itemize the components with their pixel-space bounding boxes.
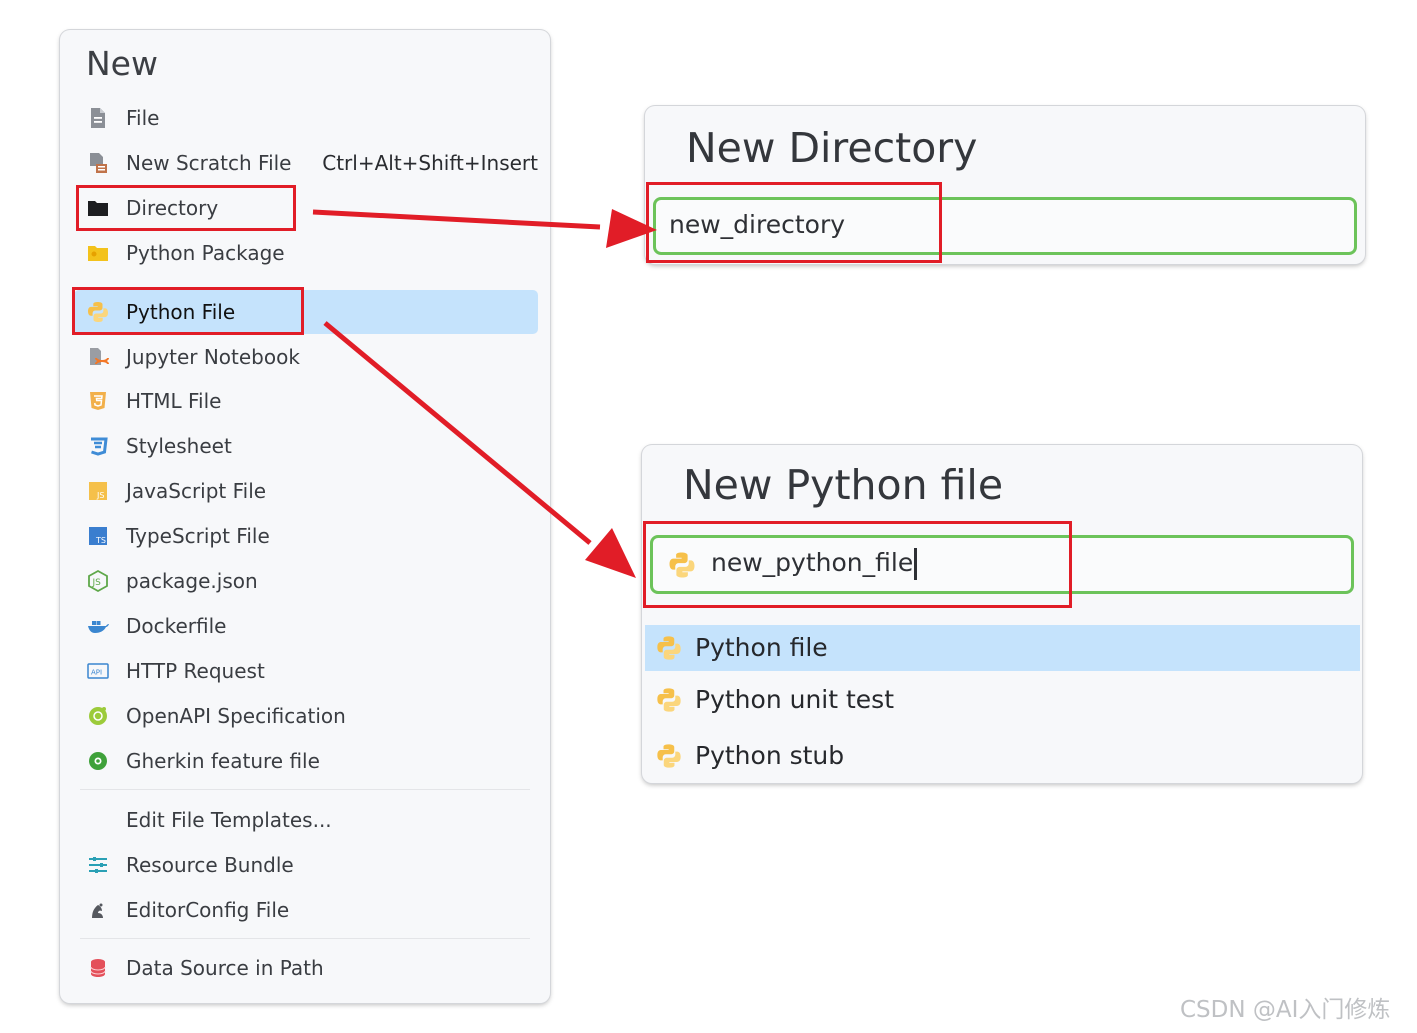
gherkin-icon [86,749,110,773]
option-python-file[interactable]: Python file [645,625,1360,671]
javascript-icon: JS [86,479,110,503]
menu-item-label: Python File [126,300,236,324]
directory-name-input[interactable]: new_directory [653,197,1357,255]
menu-item-html-file[interactable]: HTML File [74,379,538,423]
menu-separator [80,789,530,790]
svg-text:JS: JS [96,491,104,500]
menu-item-data-source-in-path[interactable]: Data Source in Path [74,946,538,990]
menu-item-label: HTML File [126,389,222,413]
menu-item-label: HTTP Request [126,659,265,683]
jupyter-icon [86,345,110,369]
html5-icon [86,389,110,413]
option-python-unit-test[interactable]: Python unit test [645,677,1360,723]
highlight-box-directory [76,185,296,231]
new-python-file-dialog: New Python file new_python_file Python f… [642,445,1362,783]
menu-item-stylesheet[interactable]: Stylesheet [74,424,538,468]
arrow-to-directory-dialog [312,209,601,230]
python-file-name-input[interactable]: new_python_file [650,535,1354,594]
menu-item-label: Resource Bundle [126,853,294,877]
menu-item-http-request[interactable]: API HTTP Request [74,649,538,693]
menu-item-editorconfig-file[interactable]: EditorConfig File [74,888,538,932]
css3-icon [86,434,110,458]
python-icon [655,686,683,714]
menu-item-openapi-specification[interactable]: OpenAPI Specification [74,694,538,738]
option-label: Python unit test [695,685,894,714]
python-icon [655,742,683,770]
highlight-box-python-file [72,287,304,335]
menu-item-label: Directory [126,196,219,220]
arrow-head [606,209,657,248]
folder-icon [86,196,110,220]
input-value: new_directory [669,210,846,239]
new-menu-popup: New File New Scratch File Ctrl+Alt+Shift… [60,30,550,1003]
resource-bundle-icon [86,853,110,877]
menu-item-python-package[interactable]: Python Package [74,231,538,275]
menu-item-javascript-file[interactable]: JS JavaScript File [74,469,538,513]
input-value: new_python_file [711,548,914,577]
menu-item-label: OpenAPI Specification [126,704,346,728]
docker-icon [86,614,110,638]
menu-title: New [86,44,158,83]
svg-text:JS: JS [92,578,102,588]
option-label: Python stub [695,741,845,770]
menu-item-label: Python Package [126,241,285,265]
svg-text:TS: TS [95,536,106,545]
menu-item-edit-file-templates[interactable]: Edit File Templates... [74,798,538,842]
database-icon [86,956,110,980]
arrow-head [585,528,636,578]
menu-item-resource-bundle[interactable]: Resource Bundle [74,843,538,887]
menu-item-jupyter-notebook[interactable]: Jupyter Notebook [74,335,538,379]
shortcut-label: Ctrl+Alt+Shift+Insert [322,151,538,175]
highlight-box-python-input [643,521,1072,608]
menu-item-gherkin-feature-file[interactable]: Gherkin feature file [74,739,538,783]
arrow-to-python-dialog [323,321,592,545]
menu-item-label: package.json [126,569,258,593]
openapi-icon [86,704,110,728]
menu-item-package-json[interactable]: JS package.json [74,559,538,603]
nodejs-icon: JS [86,569,110,593]
menu-item-new-scratch-file[interactable]: New Scratch File Ctrl+Alt+Shift+Insert [74,141,538,185]
menu-item-label: Jupyter Notebook [126,345,300,369]
menu-item-label: Edit File Templates... [126,808,332,832]
menu-item-label: Gherkin feature file [126,749,320,773]
menu-item-label: Stylesheet [126,434,232,458]
highlight-box-directory-input [646,182,942,263]
menu-item-file[interactable]: File [74,96,538,140]
text-caret [914,548,918,580]
menu-item-label: EditorConfig File [126,898,290,922]
menu-item-label: New Scratch File [126,151,292,175]
typescript-icon: TS [86,524,110,548]
watermark: CSDN @AI入门修炼 [1180,997,1391,1023]
menu-item-dockerfile[interactable]: Dockerfile [74,604,538,648]
menu-item-label: Dockerfile [126,614,227,638]
menu-item-typescript-file[interactable]: TS TypeScript File [74,514,538,558]
option-python-stub[interactable]: Python stub [645,733,1360,779]
new-directory-dialog: New Directory new_directory [645,106,1365,264]
option-label: Python file [695,633,828,662]
menu-item-label: Data Source in Path [126,956,324,980]
svg-text:API: API [91,669,102,677]
python-icon [86,300,110,324]
editorconfig-icon [86,898,110,922]
menu-item-directory[interactable]: Directory [74,186,538,230]
menu-item-label: JavaScript File [126,479,267,503]
menu-item-python-file[interactable]: Python File [74,290,538,334]
api-icon: API [86,659,110,683]
python-icon [655,634,683,662]
menu-item-label: File [126,106,160,130]
python-icon [667,550,697,580]
menu-item-label: TypeScript File [126,524,270,548]
package-folder-icon [86,241,110,265]
file-icon [86,106,110,130]
scratch-file-icon [86,151,110,175]
dialog-title: New Python file [683,461,1004,509]
dialog-title: New Directory [686,124,978,172]
menu-separator [80,938,530,939]
